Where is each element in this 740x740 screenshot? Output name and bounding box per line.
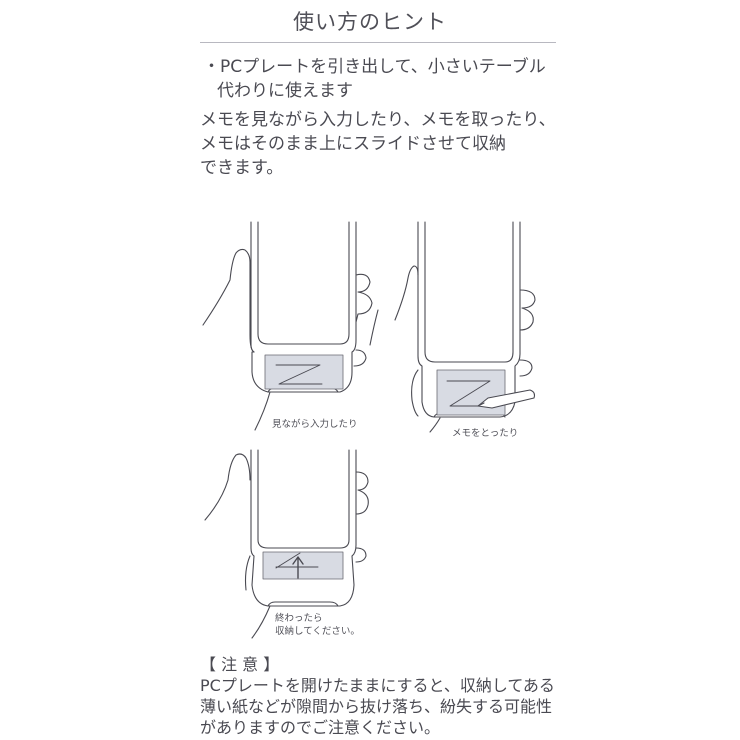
caution-line-2: 薄い紙などが隙間から抜け落ち、紛失する可能性 [200,697,553,716]
caution-line-1: PCプレートを開けたままにすると、収納してある [200,676,555,695]
title-divider [200,42,556,43]
caption-viewing: 見ながら入力したり [272,419,358,430]
page-title: 使い方のヒント [293,10,447,34]
caption-storing-line-2: 収納してください。 [275,626,360,637]
description-line-1: メモを見ながら入力したり、メモを取ったり、 [200,110,556,130]
memo-panel [262,551,344,580]
figure-writing-illustration [394,221,536,433]
hint-bullet-line-2: 代わりに使えます [217,81,353,101]
hint-bullet-line-1: ・PCプレートを引き出して、小さいテーブル [203,57,546,77]
caption-writing: メモをとったり [452,428,519,439]
caution-heading: 【 注 意 】 [200,655,280,674]
arrow-up-icon [292,556,304,579]
caption-storing-line-1: 終わったら [275,613,323,624]
hint-bullet: ・PCプレートを引き出して、小さいテーブル 代わりに使えます [203,55,546,103]
hint-description: メモを見ながら入力したり、メモを取ったり、 メモはそのまま上にスライドさせて収納… [200,108,556,180]
pen-icon [477,389,536,409]
figure-viewing-illustration [202,221,379,431]
description-line-2: メモはそのまま上にスライドさせて収納 [200,134,506,154]
caption-storing: 終わったら 収納してください。 [275,612,360,638]
caution-notice: 【 注 意 】 PCプレートを開けたままにすると、収納してある 薄い紙などが隙間… [200,654,555,738]
figure-storing-illustration [204,449,369,639]
description-line-3: できます。 [200,158,284,178]
caution-line-3: がありますのでご注意ください。 [200,718,441,737]
